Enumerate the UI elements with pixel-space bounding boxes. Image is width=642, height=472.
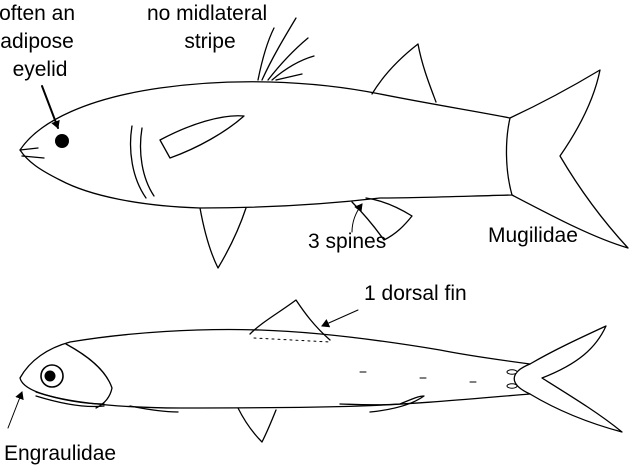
- engraulidae-caudal-scale: [507, 370, 517, 374]
- adipose-eyelid-label: often an adipose eyelid: [0, 2, 81, 81]
- mugilidae-mouth: [20, 148, 44, 158]
- engraulidae-head-outline: [66, 344, 112, 408]
- engraulidae-eye-pupil: [45, 371, 56, 382]
- mugilidae-label: Mugilidae: [488, 224, 578, 247]
- engraulidae-pectoral-fin: [130, 406, 178, 412]
- midlateral-stripe-label: no midlateral stripe: [147, 2, 273, 53]
- mugilidae-eye: [55, 134, 69, 148]
- engraulidae-body-outline: [20, 330, 530, 409]
- spines-label: 3 spines: [308, 230, 386, 253]
- engraulidae-jaw: [36, 392, 104, 407]
- engraulidae-pointer-arrow: [8, 392, 22, 428]
- engraulidae-lateral-mark: [360, 372, 476, 382]
- mugilidae-second-dorsal-fin: [372, 44, 436, 102]
- dorsal-fin-pointer-arrow: [322, 310, 358, 326]
- engraulidae-anal-fin: [340, 396, 424, 412]
- engraulidae-caudal-scale: [507, 384, 517, 388]
- mugilidae-pectoral-fin: [160, 116, 244, 158]
- engraulidae-fish: [20, 300, 622, 442]
- dorsal-fin-label: 1 dorsal fin: [364, 282, 467, 305]
- mugilidae-caudal-fin: [510, 70, 628, 248]
- engraulidae-pelvic-fin: [238, 408, 276, 442]
- engraulidae-caudal-fin: [530, 326, 622, 432]
- engraulidae-dorsal-fin-base: [254, 338, 330, 342]
- eyelid-pointer-arrow: [42, 86, 58, 128]
- mugilidae-first-dorsal-fin: [258, 18, 314, 80]
- spines-pointer-arrow: [352, 204, 362, 232]
- mugilidae-body-outline: [20, 82, 512, 208]
- engraulidae-label: Engraulidae: [4, 442, 116, 465]
- mugilidae-pelvic-fin: [200, 208, 246, 268]
- mugilidae-operculum: [131, 126, 154, 198]
